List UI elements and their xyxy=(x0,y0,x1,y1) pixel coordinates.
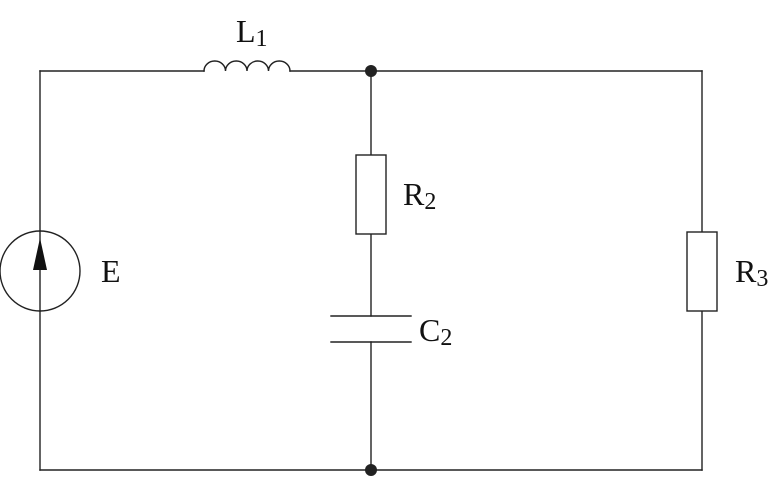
capacitor-icon xyxy=(330,315,412,343)
inductor-symbol: L xyxy=(236,13,256,49)
voltage-source-icon xyxy=(0,230,81,312)
capacitor-2-symbol: C xyxy=(419,312,440,348)
resistor-icon xyxy=(355,154,387,235)
resistor-icon xyxy=(686,231,718,312)
resistor-2-subscript: 2 xyxy=(424,189,436,215)
junction-dot-icon xyxy=(365,464,377,476)
inductor-coil-icon xyxy=(203,60,291,72)
capacitor-2-label: C2 xyxy=(419,312,452,351)
resistor-2-label: R2 xyxy=(403,176,436,215)
source-label: E xyxy=(101,253,121,289)
inductor-subscript: 1 xyxy=(256,26,268,52)
resistor-3-label: R3 xyxy=(735,253,768,292)
resistor-2-symbol: R xyxy=(403,176,425,212)
junction-dot-icon xyxy=(365,65,377,77)
capacitor-2-subscript: 2 xyxy=(440,325,452,351)
resistor-3-symbol: R xyxy=(735,253,757,289)
resistor-3-subscript: 3 xyxy=(756,266,768,292)
inductor-label: L1 xyxy=(236,13,268,52)
